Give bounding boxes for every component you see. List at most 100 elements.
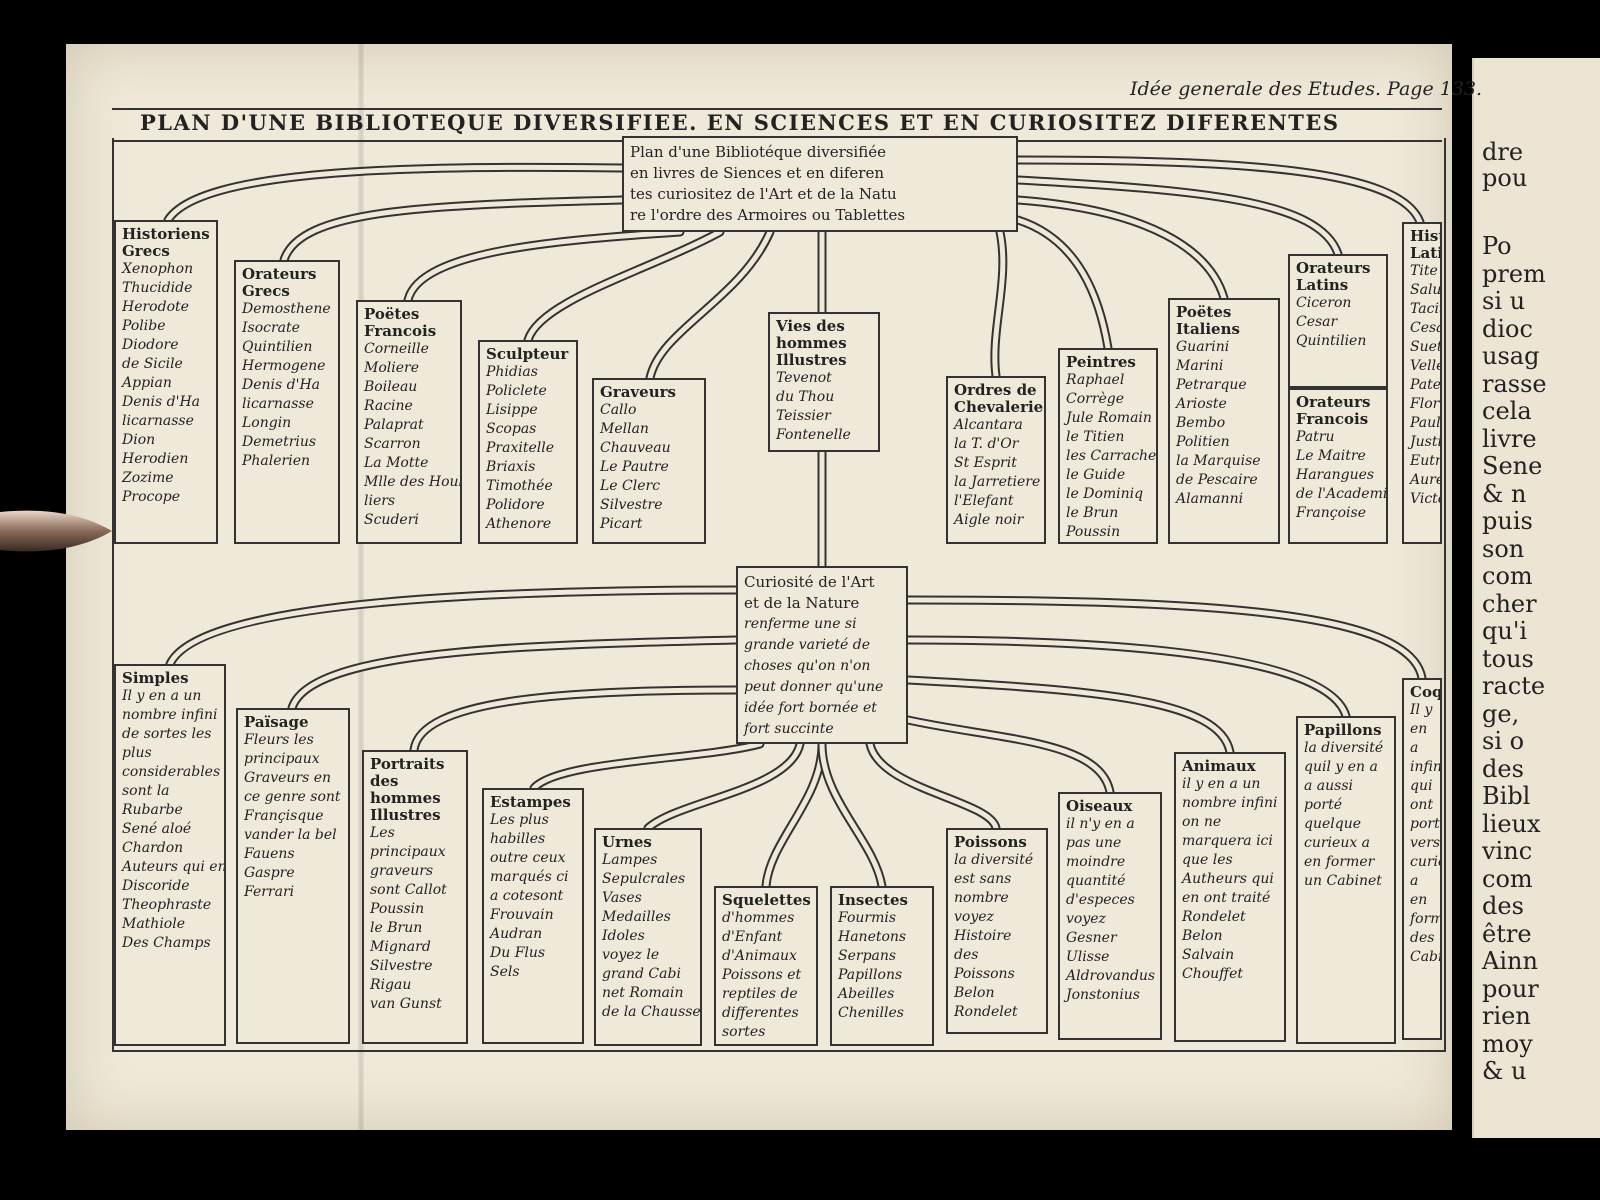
facing-page-line: si u	[1482, 287, 1526, 315]
box-item: la T. d'Or	[954, 436, 1019, 452]
box-text: Les principaux graveurs sont Callot	[370, 825, 447, 898]
bottom-connector-4-inner	[531, 741, 763, 791]
box-item: Theophraste	[122, 897, 212, 913]
box-item: Polidore	[486, 497, 545, 513]
box-item: Discoride	[122, 878, 190, 894]
facing-page-line: com	[1482, 562, 1533, 590]
box-item: van Gunst	[370, 996, 442, 1012]
box-heading: Sculpteur	[486, 345, 569, 363]
facing-page-line: Ainn	[1482, 947, 1538, 975]
box-heading: Estampes	[490, 793, 571, 811]
box-heading: Vies des hommes Illustres	[776, 317, 847, 369]
top-connector-1-inner	[165, 164, 625, 223]
box-item: Demosthene	[242, 301, 331, 317]
top-connector-3-inner	[405, 229, 683, 303]
box-item: Moliere	[364, 360, 419, 376]
box-item: licarnasse	[242, 396, 314, 412]
box-heading: Animaux	[1182, 757, 1256, 775]
top-connector-4-inner	[525, 229, 723, 343]
top-connector-9	[1013, 195, 1229, 303]
box-item: Paul Orose	[1410, 415, 1441, 431]
box-item: Des Champs	[122, 935, 211, 951]
facing-page-line: & n	[1482, 479, 1527, 508]
box-item: les Carrache	[1066, 448, 1157, 464]
box-item: Phalerien	[242, 453, 311, 469]
box-item: Cesar	[1296, 314, 1338, 330]
box-heading: Urnes	[602, 833, 652, 851]
facing-page-line: ge,	[1482, 699, 1520, 728]
box-item: Corneille	[364, 341, 429, 357]
box-item: Sels	[490, 964, 520, 980]
box-item: Silvestre	[370, 958, 433, 974]
box-item: Palaprat	[364, 417, 424, 433]
box-item: Sepulcrales	[602, 871, 686, 887]
box-item: Jonstonius	[1066, 987, 1140, 1003]
box-item: Mathiole	[122, 916, 185, 932]
top-connector-12-inner	[1015, 157, 1423, 225]
box-item: Fontenelle	[776, 427, 851, 443]
box-item: Mellan	[600, 421, 649, 437]
box-item: Serpans	[838, 948, 897, 964]
facing-page-line: com	[1482, 864, 1533, 893]
facing-page-line: dioc	[1482, 314, 1533, 343]
bottom-connector-7-inner	[819, 741, 885, 889]
box-item: Papillons	[838, 967, 903, 983]
box-item: Idoles	[602, 928, 645, 944]
box-item: Hanetons	[838, 929, 907, 945]
box-text: la diversité quil y en a a aussi porté q…	[1304, 740, 1384, 889]
box-item: Du Flus	[490, 945, 546, 961]
middle-hub-heading: Curiosité de l'Art	[744, 573, 875, 591]
top-connector-12	[1013, 155, 1425, 227]
diagram-frame	[112, 138, 1446, 1052]
box-item: Dion	[122, 432, 156, 448]
top-hub-line: tes curiositez de l'Art et de la Natu	[630, 185, 897, 203]
box-item: Ciceron	[1296, 295, 1352, 311]
box-item: le Guide	[1066, 467, 1126, 483]
facing-page-line: rasse	[1482, 369, 1547, 398]
box-heading: Oiseaux	[1066, 797, 1133, 815]
box-item: Zozime	[122, 470, 174, 486]
middle-hub-heading: et de la Nature	[744, 594, 860, 612]
box-heading: Insectes	[838, 891, 908, 909]
box-item: Athenore	[486, 516, 552, 532]
bottom-connector-10-inner	[905, 677, 1233, 755]
box-item: Tacite	[1410, 301, 1440, 317]
bottom-connector-12-inner	[905, 597, 1425, 681]
top-box-historiens-latins: Historiens LatinsTite LiveSalusteTaciteC…	[1402, 222, 1442, 544]
bottom-connector-6	[761, 739, 827, 891]
top-connector-2	[279, 195, 627, 265]
facing-page-line: dre	[1482, 138, 1524, 166]
box-heading: Poissons	[954, 833, 1027, 851]
bottom-connector-9-inner	[905, 717, 1113, 795]
box-text: d'hommes d'Enfant d'Animaux Poissons et …	[722, 910, 802, 1040]
box-item: Paterculus	[1410, 377, 1442, 393]
facing-page-line: & u	[1482, 1057, 1527, 1085]
box-text: Fleurs les principaux Graveurs en ce gen…	[244, 732, 341, 900]
box-item: Scopas	[486, 421, 537, 437]
facing-page-line: si o	[1482, 727, 1525, 755]
facing-page-line: qu'i	[1482, 617, 1528, 645]
box-item: La Motte	[364, 455, 429, 471]
box-item: l'Elefant	[954, 493, 1014, 509]
box-item: Mlle des Houl	[364, 474, 462, 490]
facing-page-line: vinc	[1482, 837, 1533, 865]
bottom-connector-8	[865, 739, 1001, 833]
box-item: Auteurs qui en ont traité	[122, 859, 226, 875]
box-item: Tevenot	[776, 370, 832, 386]
box-item: Teissier	[776, 408, 831, 424]
bottom-connector-1-inner	[167, 587, 739, 667]
facing-page-line: lieux	[1482, 809, 1541, 838]
box-item: Corrège	[1066, 391, 1125, 407]
box-item: de Sicile	[122, 356, 183, 372]
